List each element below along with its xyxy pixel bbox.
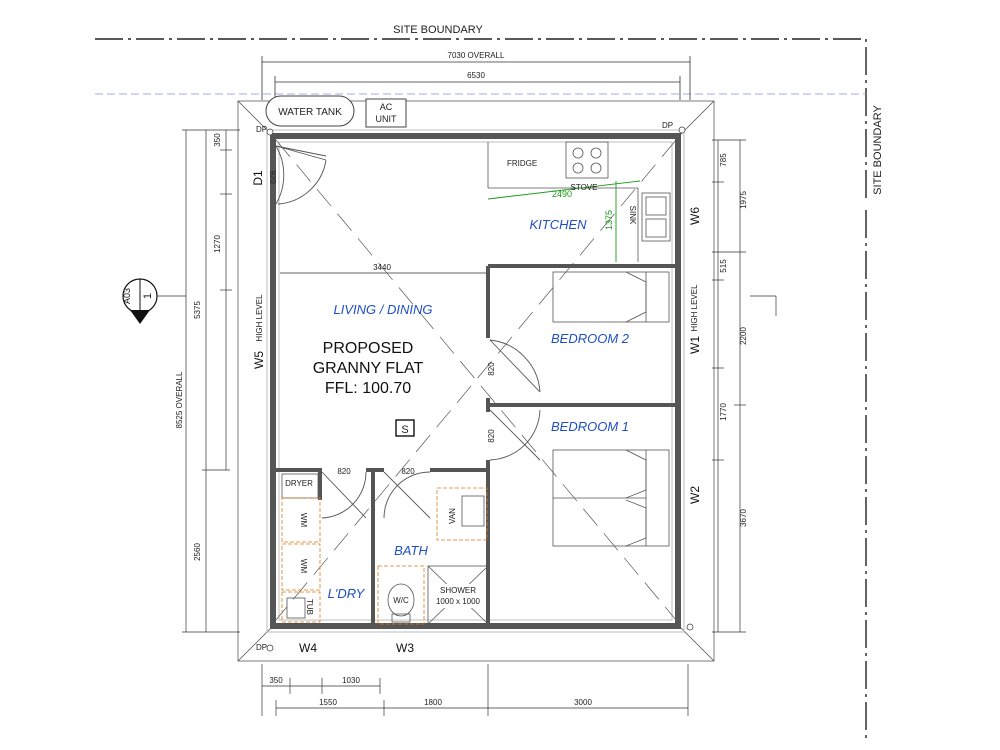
bed1-door-dim: 820 [487, 429, 496, 443]
d1-label: D1 [251, 170, 265, 186]
left-dim-overall: 8525 OVERALL [175, 371, 184, 428]
sink-label: SINK [628, 206, 637, 225]
bedroom1-label: BEDROOM 1 [551, 419, 629, 434]
inner-width-label: 6530 [467, 71, 485, 80]
bedroom2-label: BEDROOM 2 [551, 331, 630, 346]
left-dim-5375: 5375 [193, 301, 202, 319]
tub-label: TUB [305, 599, 314, 615]
downpipe-label-2: DP [662, 121, 673, 130]
roof-outline [237, 100, 715, 662]
fridge-label: FRIDGE [507, 159, 537, 168]
title-line-2: GRANNY FLAT [313, 360, 424, 377]
laundry-label: L'DRY [328, 586, 366, 601]
external-services [265, 95, 407, 128]
right-dim-3670: 3670 [739, 509, 748, 527]
washing-machine-2-label: WM [299, 559, 308, 574]
ac-label-2: UNIT [376, 114, 397, 124]
downpipe-label-3: DP [256, 643, 267, 652]
overall-width-label: 7030 OVERALL [448, 51, 505, 60]
internal-walls [276, 264, 676, 624]
ac-label-1: AC [380, 102, 393, 112]
w5-label: W5 [252, 351, 266, 369]
w1-note: HIGH LEVEL [690, 284, 699, 332]
d1-width-dim: 920 [268, 170, 277, 184]
right-dimension-lines [712, 139, 777, 633]
kitchen-fixtures [487, 141, 671, 262]
bottom-dim-350: 350 [269, 676, 283, 685]
w6-label: W6 [688, 207, 702, 225]
wc-label: W/C [393, 596, 409, 605]
shower-label-2: 1000 x 1000 [436, 597, 481, 606]
site-boundary-right-label: SITE BOUNDARY [872, 105, 884, 195]
bottom-dim-1030: 1030 [342, 676, 360, 685]
downpipes [266, 126, 694, 652]
bath-door-dim: 820 [401, 467, 415, 476]
left-dim-350: 350 [213, 133, 222, 147]
left-dim-1270: 1270 [213, 235, 222, 253]
door-swings [275, 145, 541, 519]
right-dim-515: 515 [719, 259, 728, 273]
w4-label: W4 [299, 641, 317, 655]
kitchen-label: KITCHEN [529, 217, 587, 232]
stove-label: STOVE [571, 183, 598, 192]
smoke-detector-label: S [401, 424, 408, 436]
section-number-label: 1 [142, 293, 154, 299]
overall-dimensions-top [261, 56, 691, 100]
site-boundary-top-label: SITE BOUNDARY [393, 24, 483, 36]
bath-label: BATH [394, 543, 428, 558]
downpipe-label-1: DP [256, 125, 267, 134]
site-boundary: SITE BOUNDARY SITE BOUNDARY [95, 24, 884, 740]
w5-note: HIGH LEVEL [255, 294, 264, 342]
roof-lines [275, 139, 677, 621]
vanity-label: VAN [448, 508, 457, 524]
external-walls-inner [266, 129, 685, 633]
laundry-fixtures [281, 473, 321, 623]
bed2-door-dim: 820 [487, 362, 496, 376]
w2-label: W2 [688, 486, 702, 504]
washing-machine-1-label: WM [299, 513, 308, 528]
section-sheet-label: A03 [122, 288, 132, 304]
bottom-dim-1800: 1800 [424, 698, 442, 707]
title-line-3: FFL: 100.70 [325, 380, 411, 397]
smoke-detector-icon [395, 419, 415, 437]
living-width-dim: 3440 [373, 263, 391, 272]
bottom-dim-1550: 1550 [319, 698, 337, 707]
kitchen-depth-dim: 1375 [604, 210, 614, 230]
bottom-dim-3000: 3000 [574, 698, 592, 707]
kitchen-dims [487, 180, 641, 262]
shower-label-1: SHOWER [440, 586, 476, 595]
right-dim-1975: 1975 [739, 191, 748, 209]
living-dining-label: LIVING / DINING [334, 302, 433, 317]
kitchen-width-dim: 2490 [552, 189, 572, 199]
right-dim-785: 785 [719, 153, 728, 167]
right-dim-2200: 2200 [739, 327, 748, 345]
bottom-dimension-lines [261, 664, 689, 716]
dryer-label: DRYER [285, 479, 313, 488]
left-dim-2560: 2560 [193, 543, 202, 561]
title-line-1: PROPOSED [323, 340, 414, 357]
beds [552, 271, 670, 547]
laundry-door-dim: 820 [337, 467, 351, 476]
external-walls [270, 133, 681, 629]
water-tank-label: WATER TANK [278, 107, 342, 118]
right-dim-1770: 1770 [719, 403, 728, 421]
w3-label: W3 [396, 641, 414, 655]
section-marker [122, 278, 186, 324]
left-dimension-lines [182, 129, 240, 633]
shower-label-bg [430, 584, 486, 608]
w1-label: W1 [688, 336, 702, 354]
